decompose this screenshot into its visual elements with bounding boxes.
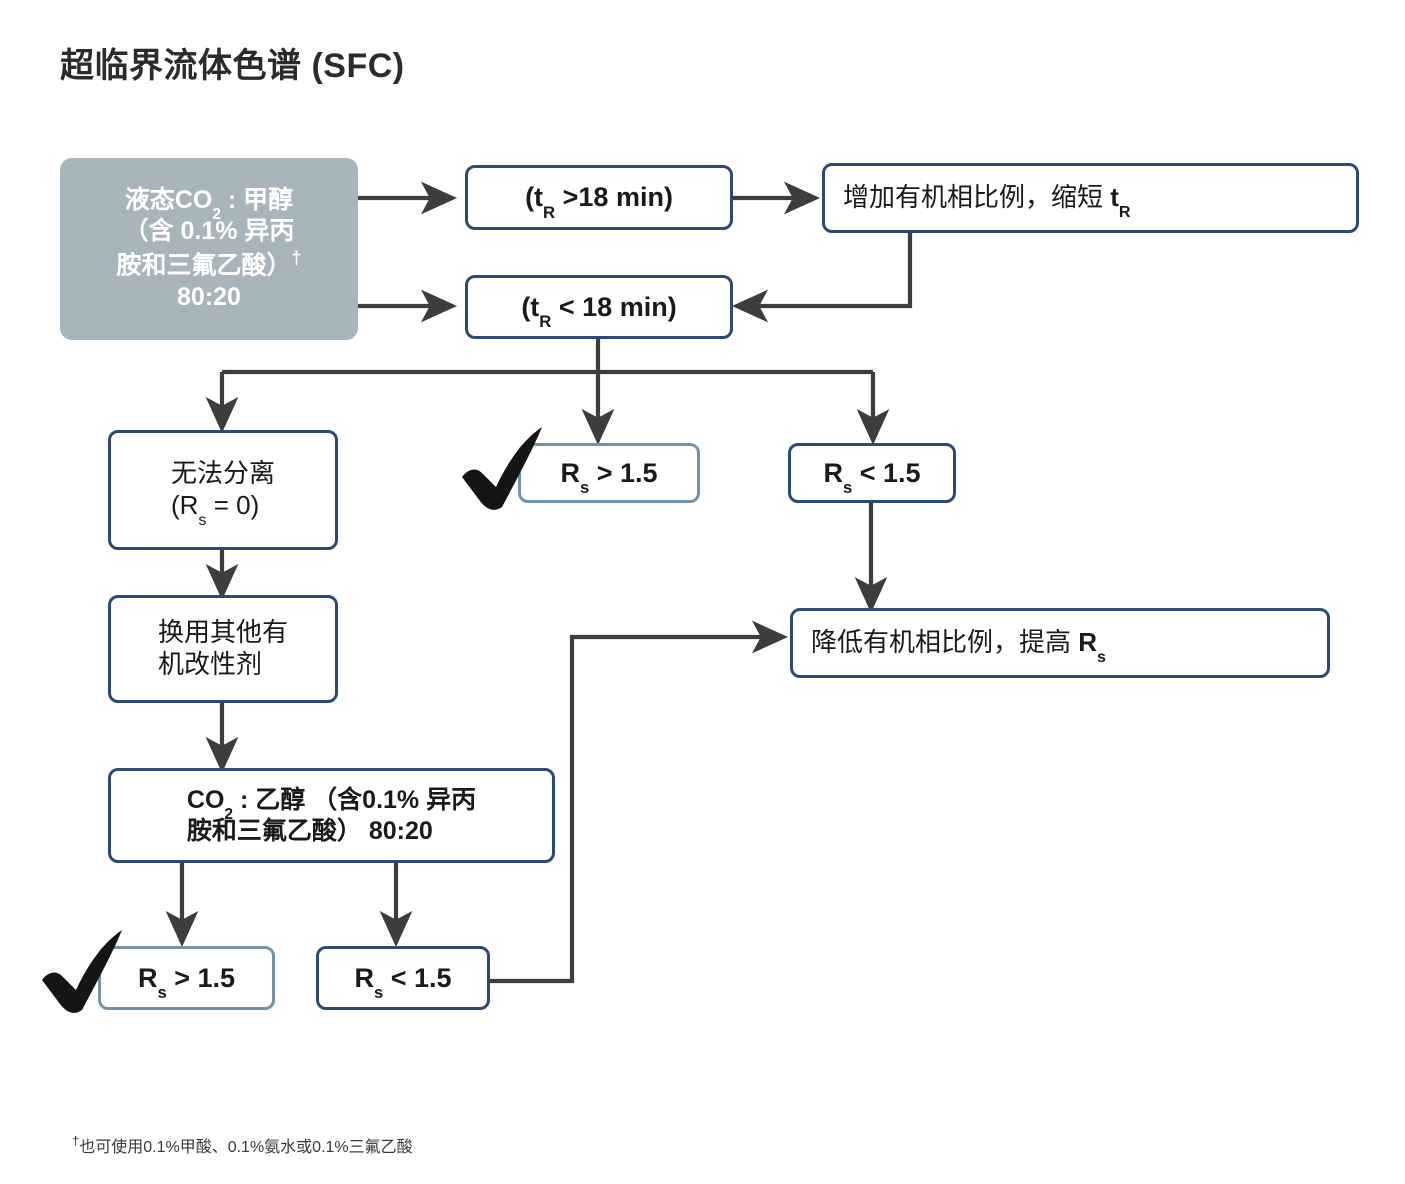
node-rs-good-bottom[interactable]: Rs > 1.5 [98,946,275,1010]
node-decrease-organic-ratio[interactable]: 降低有机相比例，提高 Rs [790,608,1330,678]
node-change-modifier[interactable]: 换用其他有 机改性剂 [108,595,338,703]
footnote-marker: † [72,1133,80,1149]
node-start-mobile-phase[interactable]: 液态CO2 : 甲醇 （含 0.1% 异丙 胺和三氟乙酸）† 80:20 [60,158,358,340]
node-rs-bad-top[interactable]: Rs < 1.5 [788,443,956,503]
co2-ethanol-text: CO2 : 乙醇 （含0.1% 异丙 胺和三氟乙酸） 80:20 [186,786,477,845]
node-tr-greater-18[interactable]: (tR >18 min) [465,165,733,230]
start-text: 液态CO2 : 甲醇 （含 0.1% 异丙 胺和三氟乙酸）† 80:20 [116,185,302,311]
check-mark-icon [456,425,552,511]
dagger-marker: † [291,248,302,269]
rs-good-bottom-text: Rs > 1.5 [137,962,236,1003]
rs-bad-top-text: Rs < 1.5 [823,457,921,498]
node-rs-bad-bottom[interactable]: Rs < 1.5 [316,946,490,1010]
tr-gt-text: (tR >18 min) [525,182,673,222]
wire-increase-to-trlt [731,233,913,323]
change-modifier-text: 换用其他有 机改性剂 [157,617,288,679]
node-increase-organic-ratio[interactable]: 增加有机相比例，缩短 tR [822,163,1359,233]
node-co2-ethanol[interactable]: CO2 : 乙醇 （含0.1% 异丙 胺和三氟乙酸） 80:20 [108,768,555,863]
footnote-text: 也可使用0.1%甲酸、0.1%氨水或0.1%三氟乙酸 [79,1139,413,1156]
check-mark-icon [36,928,132,1014]
node-tr-less-18[interactable]: (tR < 18 min) [465,275,733,339]
tr-lt-text: (tR < 18 min) [521,291,677,332]
footnote: †也可使用0.1%甲酸、0.1%氨水或0.1%三氟乙酸 [72,1133,413,1157]
node-no-separation[interactable]: 无法分离 (Rs = 0) [108,430,338,550]
no-separation-text: 无法分离 (Rs = 0) [170,458,275,530]
rs-good-top-text: Rs > 1.5 [560,457,658,498]
rs-bad-bottom-text: Rs < 1.5 [354,962,452,1003]
increase-organic-text: 增加有机相比例，缩短 tR [843,182,1131,222]
decrease-organic-text: 降低有机相比例，提高 Rs [811,627,1106,667]
page-title: 超临界流体色谱 (SFC) [60,47,405,85]
node-rs-good-top[interactable]: Rs > 1.5 [518,443,700,503]
